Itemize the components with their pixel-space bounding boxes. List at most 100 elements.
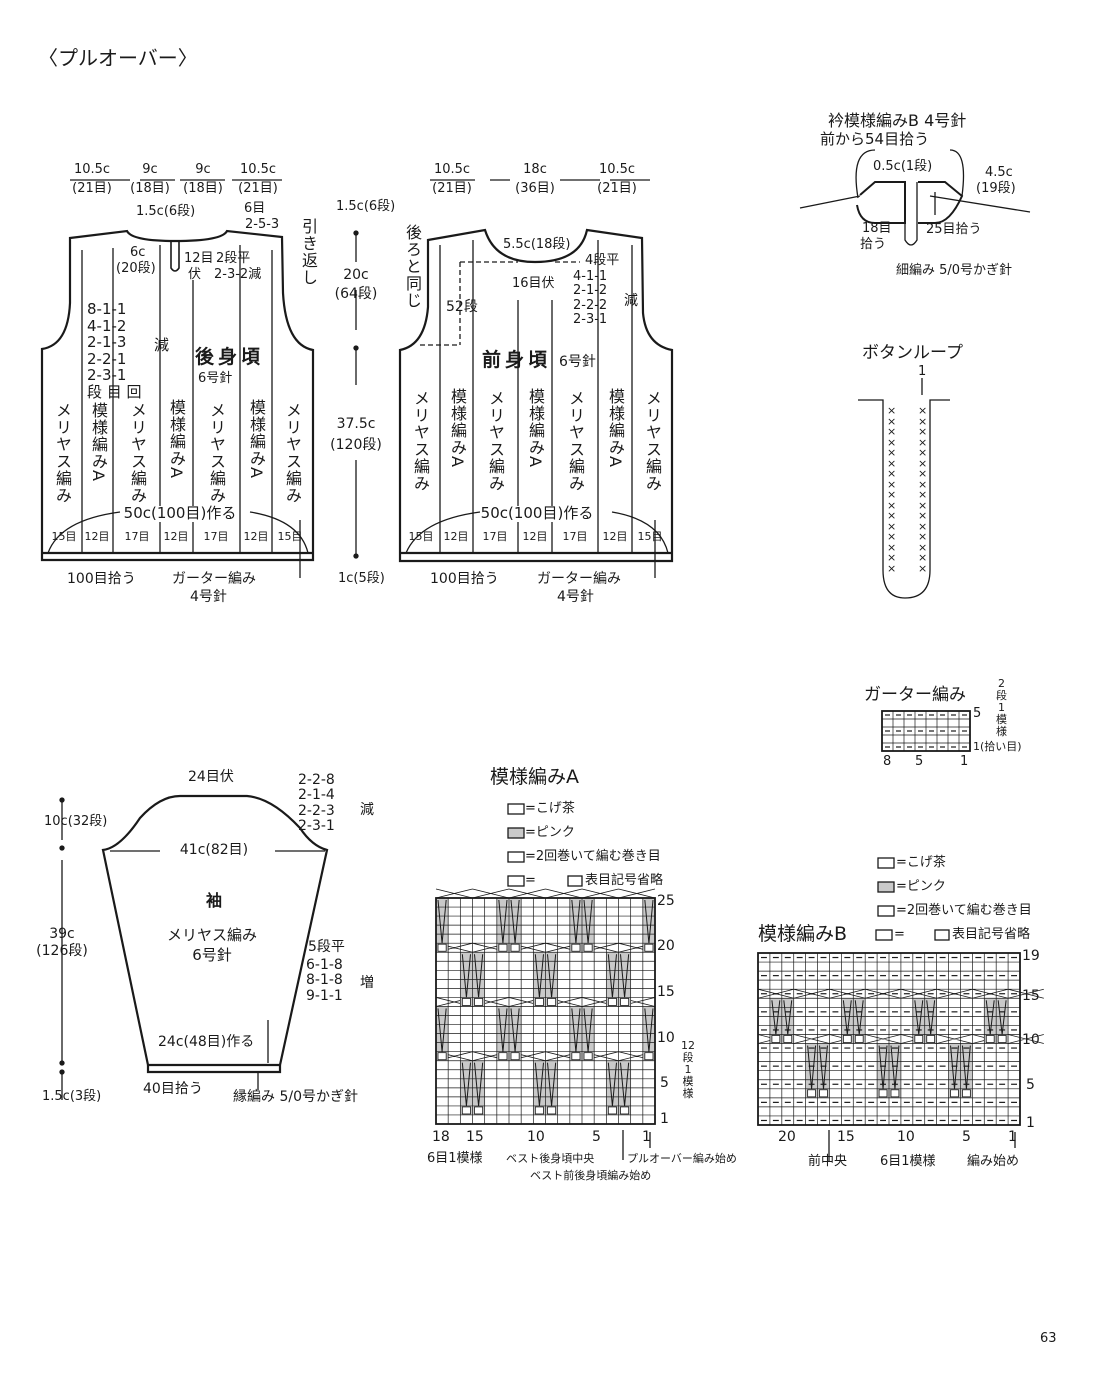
dec-step: 2-2-1 <box>87 349 127 368</box>
sleeve-increase-list: 6-1-8 8-1-8 9-1-1 <box>306 957 343 1004</box>
wrap-stitch-symbol <box>771 1035 781 1043</box>
column-label: 模様編みA <box>606 388 625 468</box>
back-piece-title: 後身頃 <box>195 346 265 368</box>
col-label: 15 <box>466 1129 484 1145</box>
slit-length: 6c <box>130 245 146 260</box>
single-crochet-mark: × <box>918 509 928 522</box>
pullover-start: プルオーバー編み始め <box>627 1152 737 1165</box>
chart-border <box>881 710 971 752</box>
col-label: 1 <box>1008 1129 1017 1145</box>
legend-swatches <box>507 803 950 941</box>
single-crochet-mark: × <box>887 540 897 554</box>
garter-col-label: 5 <box>915 754 924 769</box>
page-number: 63 <box>1040 1331 1057 1346</box>
legend-knit-omitted: 表目記号省略 <box>585 873 664 888</box>
col-label: 10 <box>527 1129 545 1145</box>
legend-brown: =こげ茶 <box>525 801 575 816</box>
collar-right-pickup: 25目拾う <box>926 222 982 237</box>
armhole-rows: (64段) <box>334 286 378 302</box>
pattern-a-title: 模様編みA <box>490 766 579 788</box>
wrap-stitch-symbol <box>783 1035 793 1043</box>
dec-step: 8-1-1 <box>87 300 127 318</box>
decrease-label: 減 <box>154 336 170 354</box>
single-crochet-mark: × <box>918 404 928 417</box>
wrap-stitch-symbol <box>547 1106 557 1115</box>
width-label: 10.5c <box>598 162 636 177</box>
wrap-stitch-symbol <box>644 943 654 952</box>
front-body-outline <box>398 228 674 563</box>
single-crochet-mark: × <box>887 488 897 501</box>
width-label: 10.5c <box>433 162 471 177</box>
slit-rows: (20段) <box>116 261 156 276</box>
shoulder-rule: 2-5-3 <box>245 217 280 232</box>
legend-brown: =こげ茶 <box>896 855 946 870</box>
back-pickup: 100目拾う <box>67 571 136 587</box>
wrap-stitch-symbol <box>583 1052 593 1061</box>
same-as-back-note: 後ろと同じ <box>403 224 422 309</box>
pink-cell <box>853 998 866 1044</box>
sleeve-stitch: メリヤス編み <box>166 926 258 944</box>
wrap-stitch-symbol <box>926 1035 936 1043</box>
width-stitches: (21目) <box>238 181 278 196</box>
dec-step: 2-3-1 <box>573 311 608 327</box>
wrap-stitch-symbol <box>997 1035 1007 1043</box>
vest-back-center: ベスト後身頃中央 <box>506 1152 595 1165</box>
note-char: 模 <box>682 1075 694 1089</box>
back-needle: 6号針 <box>198 371 233 386</box>
stitch-count: 12目 <box>602 530 628 543</box>
body-rows: (120段) <box>330 437 382 453</box>
dec-step: 2-2-3 <box>298 802 335 819</box>
legend-pink: =ピンク <box>525 825 575 840</box>
wrap-stitch-symbol <box>571 1052 581 1061</box>
front-piece-title: 前身頃 <box>482 349 552 371</box>
single-crochet-mark: × <box>918 477 928 491</box>
single-crochet-mark: × <box>918 530 928 543</box>
height-dimension-line <box>353 230 359 559</box>
wrap-stitch-symbol <box>962 1089 971 1098</box>
pink-cell <box>841 998 854 1044</box>
wrap-stitch-symbol <box>534 998 544 1006</box>
note-char: 2 <box>998 677 1005 690</box>
legend-pink: =ピンク <box>896 879 946 894</box>
front-cast-on: 50c(100目)作る <box>480 504 594 522</box>
dec-step: 2-1-3 <box>87 333 127 351</box>
single-crochet-mark: × <box>918 561 928 575</box>
legend-knit-eq: = <box>525 873 536 888</box>
armhole-decrease-list: 8-1-1 4-1-2 2-1-3 2-2-1 2-3-1 段 目 回 <box>87 301 142 400</box>
col-label: 5 <box>592 1129 601 1145</box>
row-label: 5 <box>660 1075 669 1091</box>
back-body-outline <box>40 229 315 562</box>
page-title: 〈プルオーバー〉 <box>38 46 198 70</box>
wrap-stitch-symbol <box>807 1089 816 1098</box>
single-crochet-mark: × <box>887 509 897 522</box>
note-char: 1 <box>998 701 1005 715</box>
stitch-count: 17目 <box>562 530 588 543</box>
front-column-dividers <box>299 179 669 578</box>
dec-step: 2-2-2 <box>573 297 608 313</box>
button-loop-title: ボタンループ <box>862 343 963 363</box>
row-label: 1 <box>1026 1115 1035 1131</box>
wrap-stitch-symbol <box>620 1106 630 1115</box>
wrap-stitch-symbol <box>854 1035 864 1043</box>
stitch-count: 15目 <box>637 530 663 543</box>
cross-stitch-lines <box>435 1051 656 1062</box>
legend-knit-omitted: 表目記号省略 <box>952 927 1031 942</box>
front-flat-rows: 4段平 <box>585 253 620 268</box>
collar-height: 4.5c <box>985 165 1013 180</box>
back-neck-depth: 1.5c(6段) <box>136 204 196 219</box>
front-needle: 6号針 <box>559 354 596 370</box>
single-crochet-mark: × <box>918 540 928 554</box>
single-crochet-mark: × <box>887 551 897 564</box>
col-label: 15 <box>837 1129 855 1145</box>
col-label: 18 <box>432 1129 450 1145</box>
sleeve-flat-rows: 5段平 <box>308 939 345 955</box>
stitch-count: 12目 <box>84 530 110 543</box>
inc-step: 9-1-1 <box>306 987 343 1004</box>
column-label: メリヤス編み <box>411 390 430 492</box>
single-crochet-mark: × <box>887 404 897 417</box>
width-stitches: (36目) <box>515 181 555 196</box>
sleeve-cast-on: 24c(48目)作る <box>158 1034 255 1050</box>
garter-col-label: 8 <box>883 754 892 769</box>
single-crochet-mark: × <box>918 456 928 470</box>
